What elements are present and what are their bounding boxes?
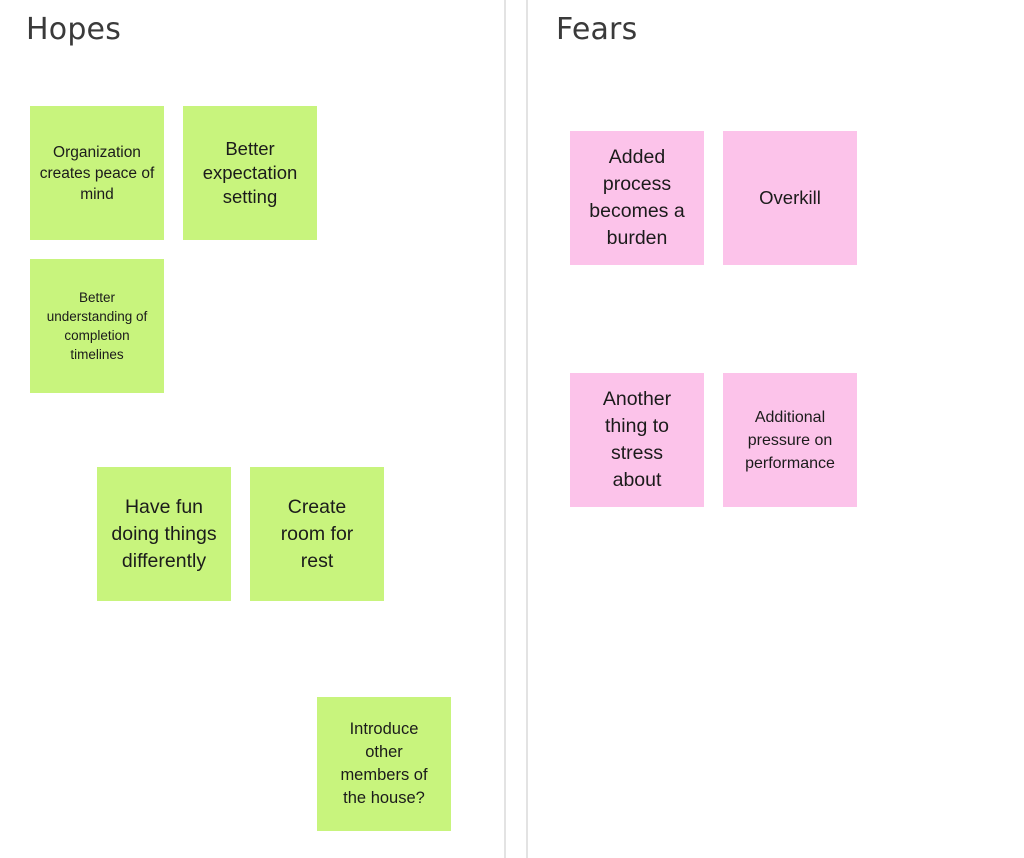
sticky-note[interactable]: Have fun doing things differently (97, 467, 231, 601)
sticky-note-text: Create room for rest (280, 495, 354, 572)
sticky-note-text: Overkill (759, 187, 821, 208)
sticky-note[interactable]: Introduce other members of the house? (317, 697, 451, 831)
sticky-note-text: Additional pressure on performance (745, 408, 835, 472)
sticky-note-text: Introduce other members of the house? (340, 720, 428, 807)
sticky-note[interactable]: Overkill (723, 131, 857, 265)
sticky-note[interactable]: Organization creates peace of mind (30, 106, 164, 240)
column-divider (504, 0, 506, 858)
sticky-note-text: Organization creates peace of mind (39, 143, 155, 203)
sticky-note[interactable]: Create room for rest (250, 467, 384, 601)
sticky-note-text: Better understanding of completion timel… (46, 290, 148, 362)
hopes-heading: Hopes (26, 12, 122, 47)
sticky-note[interactable]: Better expectation setting (183, 106, 317, 240)
sticky-note-text: Have fun doing things differently (111, 495, 217, 572)
sticky-note-text: Added process becomes a burden (589, 146, 685, 249)
column-divider (526, 0, 528, 858)
sticky-note[interactable]: Added process becomes a burden (570, 131, 704, 265)
fears-heading: Fears (556, 12, 638, 47)
sticky-note-text: Another thing to stress about (602, 388, 672, 491)
sticky-note[interactable]: Better understanding of completion timel… (30, 259, 164, 393)
sticky-note[interactable]: Additional pressure on performance (723, 373, 857, 507)
sticky-note[interactable]: Another thing to stress about (570, 373, 704, 507)
sticky-note-text: Better expectation setting (202, 138, 298, 207)
fears-column: Fears Added process becomes a burden Ove… (528, 0, 1024, 858)
hopes-column: Hopes Organization creates peace of mind… (0, 0, 504, 858)
